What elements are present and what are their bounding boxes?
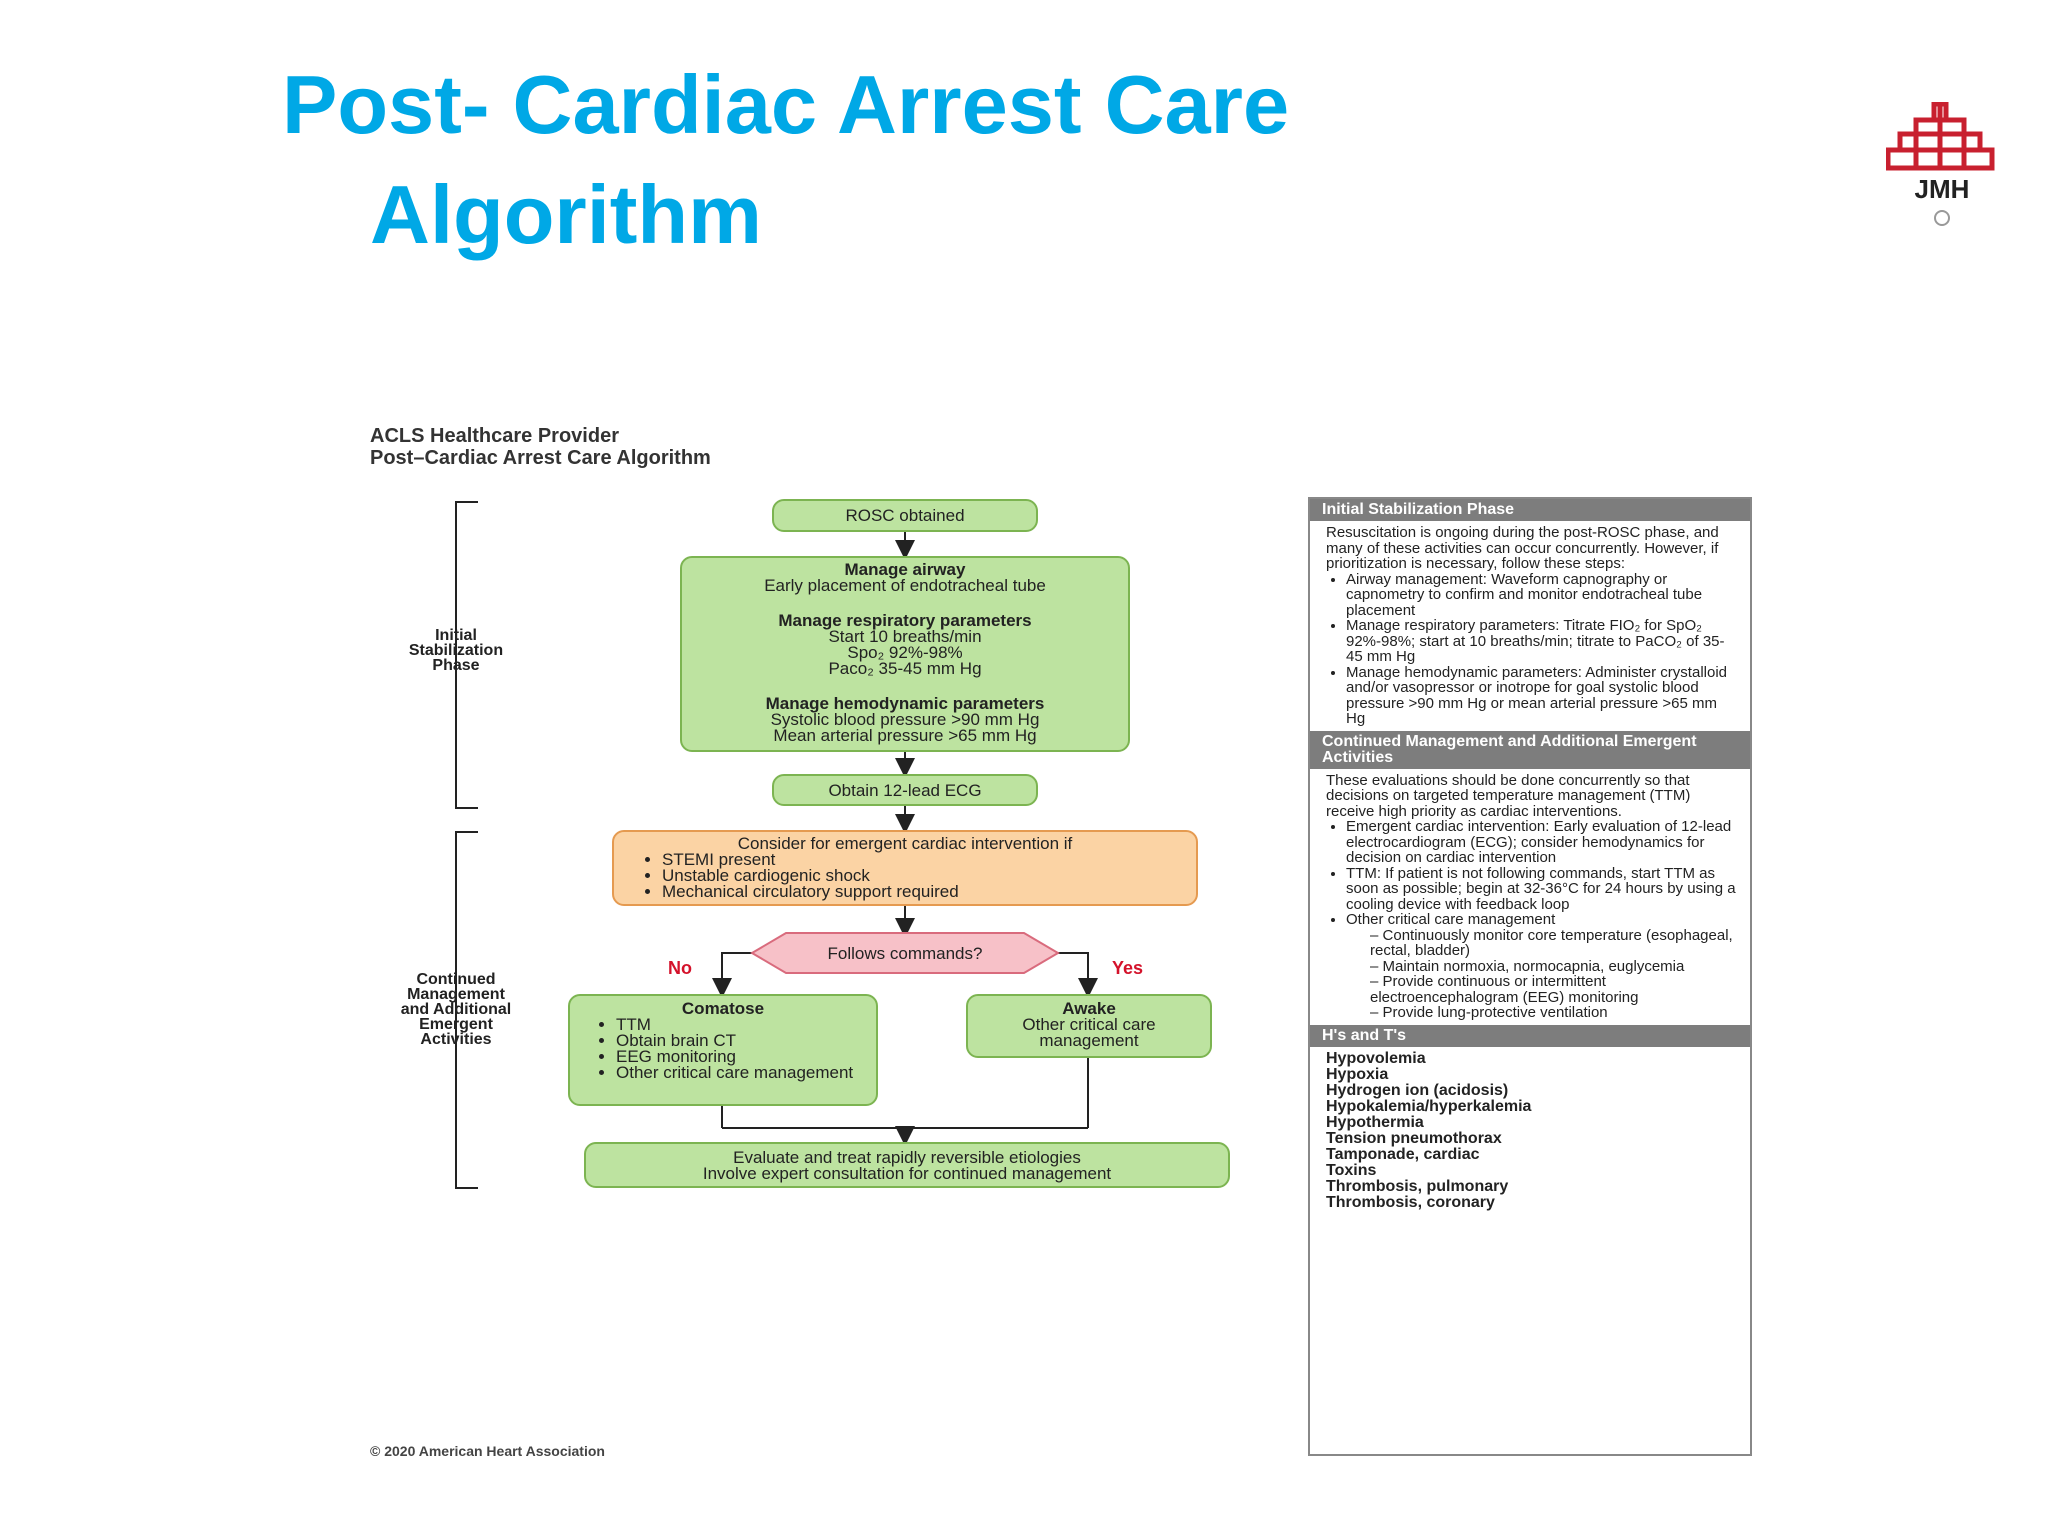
ht-item: Tamponade, cardiac xyxy=(1326,1145,1480,1163)
ht-item: Thrombosis, pulmonary xyxy=(1326,1177,1509,1195)
bracket-continued xyxy=(455,831,478,1189)
sidebar-section1-intro: Resuscitation is ongoing during the post… xyxy=(1326,524,1719,572)
ht-item: Hypoxia xyxy=(1326,1065,1389,1083)
sidebar-section2-item: TTM: If patient is not following command… xyxy=(1346,865,1738,913)
no-label: No xyxy=(668,958,692,978)
ht-item: Hypothermia xyxy=(1326,1113,1424,1131)
sidebar-section1-item: Manage respiratory parameters: Titrate F… xyxy=(1346,618,1738,665)
sidebar-panel: Initial Stabilization Phase Resuscitatio… xyxy=(1308,497,1752,1456)
evaluate-box: Evaluate and treat rapidly reversible et… xyxy=(584,1142,1230,1188)
comatose-box: Comatose TTM Obtain brain CT EEG monitor… xyxy=(568,994,878,1106)
comatose-item: Obtain brain CT xyxy=(616,1032,876,1049)
evaluate-line: Involve expert consultation for continue… xyxy=(702,1164,1112,1183)
ecg-label: Obtain 12-lead ECG xyxy=(828,781,982,800)
hs-and-ts-list: Hypovolemia Hypoxia Hydrogen ion (acidos… xyxy=(1310,1047,1750,1215)
sidebar-section2-item: Other critical care management Continuou… xyxy=(1346,912,1738,1021)
resp-line: Paco₂ 35-45 mm Hg xyxy=(828,659,982,678)
sidebar-section3-title: H's and T's xyxy=(1310,1024,1750,1047)
awake-line: Other critical care xyxy=(1022,1015,1156,1034)
sidebar-section2-intro: These evaluations should be done concurr… xyxy=(1326,771,1691,820)
ht-item: Hypovolemia xyxy=(1326,1049,1426,1067)
sidebar-section2-subitem: Provide lung-protective ventilation xyxy=(1370,1005,1738,1021)
awake-title: Awake xyxy=(1062,999,1116,1018)
cardiac-item: Unstable cardiogenic shock xyxy=(662,867,1196,884)
cardiac-item: Mechanical circulatory support required xyxy=(662,883,1196,900)
copyright: © 2020 American Heart Association xyxy=(370,1443,605,1459)
logo-text: JMH xyxy=(1915,174,1970,204)
sidebar-section2-subitem: Maintain normoxia, normocapnia, euglycem… xyxy=(1370,958,1738,975)
hemo-line: Mean arterial pressure >65 mm Hg xyxy=(773,726,1037,745)
sidebar-section2-body: These evaluations should be done concurr… xyxy=(1310,769,1750,1025)
sidebar-section2-item: Emergent cardiac intervention: Early eva… xyxy=(1346,819,1738,866)
slide-title-line2: Algorithm xyxy=(370,168,762,261)
sidebar-section1-title: Initial Stabilization Phase xyxy=(1310,499,1750,521)
airway-title: Manage airway xyxy=(844,560,966,579)
sidebar-section2-title: Continued Management and Additional Emer… xyxy=(1310,730,1750,769)
diagram-header: ACLS Healthcare Provider Post–Cardiac Ar… xyxy=(370,425,711,469)
airway-text: Early placement of endotracheal tube xyxy=(764,576,1046,595)
cardiac-title: Consider for emergent cardiac interventi… xyxy=(737,834,1073,853)
hemo-line: Systolic blood pressure >90 mm Hg xyxy=(770,710,1040,729)
rosc-label: ROSC obtained xyxy=(845,506,965,525)
ht-item: Hydrogen ion (acidosis) xyxy=(1326,1081,1509,1099)
comatose-item: Other critical care management xyxy=(616,1064,876,1081)
initial-management-box: Manage airway Early placement of endotra… xyxy=(680,556,1130,752)
ht-item: Toxins xyxy=(1326,1161,1377,1179)
sidebar-section1-item: Airway management: Waveform capnography … xyxy=(1346,571,1738,619)
resp-line: Spo₂ 92%-98% xyxy=(847,643,963,662)
phase-label-continued: Continued Management and Additional Emer… xyxy=(400,971,512,1048)
phase-label-initial: Initial Stabilization Phase xyxy=(408,627,504,674)
ht-item: Tension pneumothorax xyxy=(1326,1129,1502,1147)
bracket-initial xyxy=(455,501,478,809)
resp-title: Manage respiratory parameters xyxy=(778,611,1032,630)
ht-item: Thrombosis, coronary xyxy=(1326,1193,1495,1211)
ht-item: Hypokalemia/hyperkalemia xyxy=(1326,1097,1532,1115)
resp-line: Start 10 breaths/min xyxy=(828,627,982,646)
sidebar-section1-item: Manage hemodynamic parameters: Administe… xyxy=(1346,664,1738,727)
sidebar-section2-subitem: Continuously monitor core temperature (e… xyxy=(1370,927,1738,959)
comatose-title: Comatose xyxy=(681,999,765,1018)
jmh-logo: JMH xyxy=(1886,102,1995,226)
decision-label: Follows commands? xyxy=(828,944,983,963)
slide-title-line1: Post- Cardiac Arrest Care xyxy=(282,58,1290,151)
cardiac-item: STEMI present xyxy=(662,851,1196,868)
decision-diamond xyxy=(750,932,1060,974)
comatose-item: EEG monitoring xyxy=(616,1048,876,1065)
yes-label: Yes xyxy=(1112,958,1144,978)
ecg-box: Obtain 12-lead ECG xyxy=(772,774,1038,806)
slide-title: Post- Cardiac Arrest Care Algorithm xyxy=(282,50,1289,270)
comatose-item: TTM xyxy=(616,1016,876,1033)
hemo-title: Manage hemodynamic parameters xyxy=(765,694,1045,713)
awake-box: Awake Other critical care management xyxy=(966,994,1212,1058)
awake-line: management xyxy=(1039,1031,1139,1050)
diagram-header-line1: ACLS Healthcare Provider xyxy=(370,425,619,447)
sidebar-section1-body: Resuscitation is ongoing during the post… xyxy=(1310,521,1750,731)
sidebar-section2-subitem: Provide continuous or intermittent elect… xyxy=(1370,974,1738,1005)
rosc-box: ROSC obtained xyxy=(772,499,1038,532)
evaluate-line: Evaluate and treat rapidly reversible et… xyxy=(733,1148,1081,1167)
diagram-header-line2: Post–Cardiac Arrest Care Algorithm xyxy=(370,447,711,469)
cardiac-intervention-box: Consider for emergent cardiac interventi… xyxy=(612,830,1198,906)
